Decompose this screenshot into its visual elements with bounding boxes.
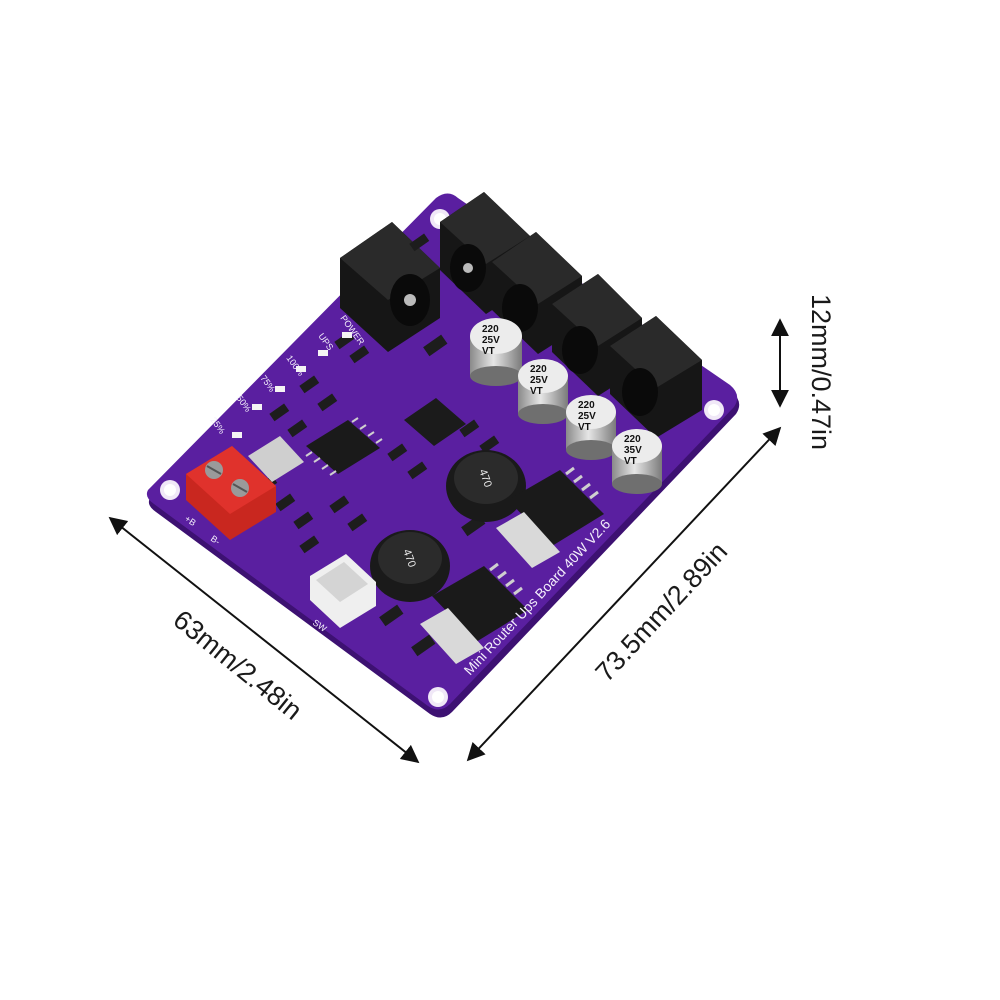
indicator-leds: [232, 332, 352, 438]
capacitor: 220 25V VT: [566, 395, 616, 460]
capacitor: 220 25V VT: [470, 318, 522, 386]
capacitor-label: 220: [482, 324, 499, 335]
capacitor-label: VT: [624, 456, 637, 467]
capacitor-label: VT: [578, 422, 591, 433]
capacitor: 220 25V VT: [518, 359, 568, 424]
heatsink-pad: [248, 436, 304, 482]
capacitor-label: 25V: [578, 411, 596, 422]
regulator: [404, 398, 466, 446]
mounting-hole: [704, 400, 724, 420]
capacitor-label: 25V: [530, 375, 548, 386]
capacitor-label: VT: [530, 386, 543, 397]
capacitor-label: 220: [530, 364, 547, 375]
height-dimension-label: 12mm/0.47in: [806, 294, 836, 450]
width-dimension-label: 63mm/2.48in: [168, 604, 308, 726]
width-dimension-arrow: [108, 516, 420, 764]
capacitor: 220 35V VT: [612, 429, 662, 494]
length-dimension-label: 73.5mm/2.89in: [590, 536, 734, 687]
capacitor-label: 220: [578, 400, 595, 411]
capacitor-label: 35V: [624, 445, 642, 456]
capacitor-label: 220: [624, 434, 641, 445]
dc-jack: [340, 222, 440, 352]
capacitor-label: VT: [482, 346, 495, 357]
mounting-hole: [160, 480, 180, 500]
capacitor-label: 25V: [482, 335, 500, 346]
inductor: 470: [370, 530, 450, 602]
ic-chip: [305, 417, 383, 476]
length-dimension-arrow: [466, 426, 782, 762]
screw-terminal: [186, 446, 276, 540]
inductor: 470: [446, 450, 526, 522]
dc-jack: [610, 316, 702, 438]
mounting-hole: [428, 687, 448, 707]
